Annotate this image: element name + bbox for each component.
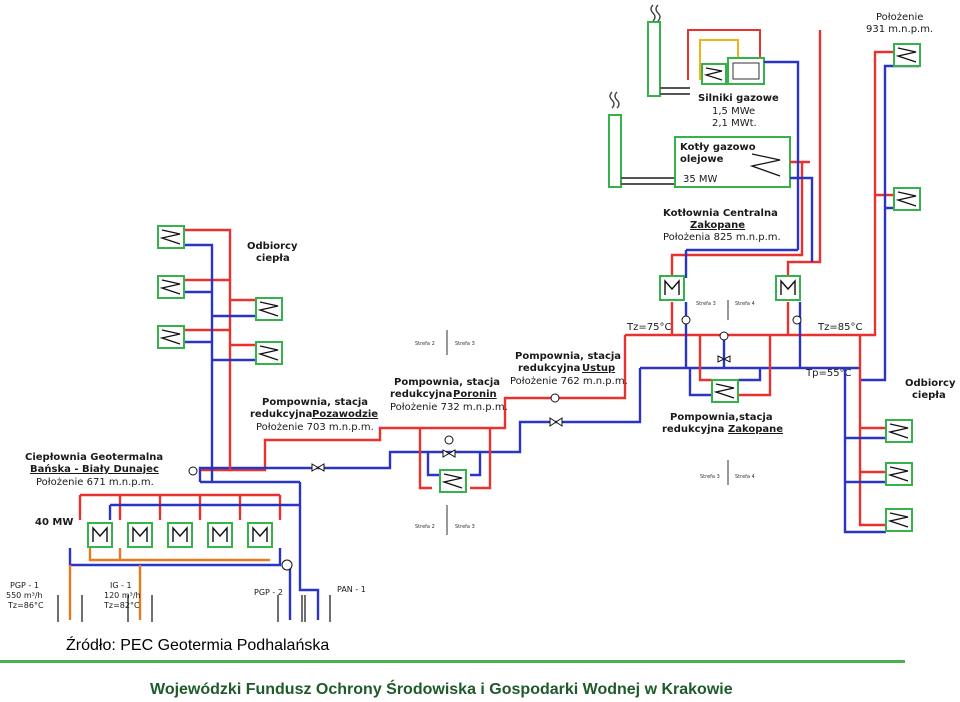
heat-exchanger-top-1 xyxy=(893,43,921,67)
zakopane-station-name: Zakopane xyxy=(728,424,783,435)
exchanger-kc-left xyxy=(659,275,685,301)
pump-geothermal-outlet xyxy=(188,466,198,476)
heat-exchanger-top-2 xyxy=(893,187,921,211)
pipes-right-consumers xyxy=(843,335,886,534)
zone-3-label-mid: Strefa 3 xyxy=(455,341,475,347)
pump-geothermal-return xyxy=(281,559,293,571)
pump-poronin xyxy=(444,435,454,445)
pump-ustup xyxy=(550,393,560,403)
pozawodzie-altitude: Położenie 703 m.n.p.m. xyxy=(256,422,374,433)
ustup-title-1: Pompownia, stacja xyxy=(515,351,621,362)
exchanger-geo-4 xyxy=(207,522,233,548)
central-boiler-title-2: Zakopane xyxy=(690,220,745,231)
source-caption: Źródło: PEC Geotermia Podhalańska xyxy=(66,637,330,654)
zone-3-label-bottom: Strefa 3 xyxy=(700,474,720,480)
chimney-boilers xyxy=(608,91,680,188)
gas-engines-mwt: 2,1 MWt. xyxy=(712,118,757,129)
well-pgp1-flow: 550 m³/h xyxy=(6,591,43,600)
pipes-geothermal xyxy=(68,480,320,620)
heat-exchanger-left-1 xyxy=(157,225,185,249)
heat-exchanger-right-2 xyxy=(885,462,913,486)
pozawodzie-title-2: redukcyjna xyxy=(250,409,312,420)
footer-divider xyxy=(0,660,905,663)
exchanger-geo-3 xyxy=(167,522,193,548)
poronin-title-1: Pompownia, stacja xyxy=(394,377,500,388)
zone-3-label-bottom: Strefa 3 xyxy=(455,524,475,530)
zone-2-label: Strefa 2 xyxy=(415,341,435,347)
pump-kc-left xyxy=(681,315,691,325)
consumers-right-label-1: Odbiorcy xyxy=(905,378,956,389)
heat-exchanger-right-1 xyxy=(885,419,913,443)
temp-supply-75: Tz=75°C xyxy=(626,322,671,333)
heat-exchanger-left-3 xyxy=(157,325,185,349)
boilers-power: 35 MW xyxy=(683,174,718,185)
valve-ustup xyxy=(549,417,563,427)
consumers-left-label-2: ciepła xyxy=(256,253,290,264)
heating-network-diagram: Silniki gazowe 1,5 MWe 2,1 MWt. Kotły ga… xyxy=(6,4,956,622)
zakopane-station-title-2: redukcyjna xyxy=(662,424,724,435)
consumers-left-label-1: Odbiorcy xyxy=(247,241,298,252)
exchanger-kc-right xyxy=(775,275,801,301)
footer-organization: Wojewódzki Fundusz Ochrony Środowiska i … xyxy=(150,681,733,698)
temp-return-55: Tp=55°C xyxy=(805,368,852,379)
well-pgp1-name: PGP - 1 xyxy=(10,581,39,590)
pipes-left-consumers xyxy=(184,228,256,482)
poronin-altitude: Położenie 732 m.n.p.m. xyxy=(390,402,508,413)
geothermal-power: 40 MW xyxy=(35,517,73,528)
geothermal-title-2: Bańska - Biały Dunajec xyxy=(30,463,159,475)
well-ig1-flow: 120 m³/h xyxy=(104,591,141,600)
ustup-name: Ustup xyxy=(582,363,615,374)
geothermal-title-1: Ciepłownia Geotermalna xyxy=(25,452,163,463)
exchanger-geo-2 xyxy=(127,522,153,548)
pipes-zakopane xyxy=(625,302,860,397)
heat-exchanger-right-3 xyxy=(885,508,913,532)
central-boiler-title-1: Kotłownia Centralna xyxy=(663,208,778,219)
poronin-title-2: redukcyjna xyxy=(390,389,452,400)
zone-2-label-bottom: Strefa 2 xyxy=(415,524,435,530)
zone-4-label-bottom: Strefa 4 xyxy=(735,474,755,480)
zakopane-station-title-1: Pompownia,stacja xyxy=(670,412,773,423)
altitude-value: 931 m.n.p.m. xyxy=(866,24,933,35)
heat-exchanger-left-5 xyxy=(255,341,283,365)
ustup-title-2: redukcyjna xyxy=(518,363,580,374)
gas-engines-title: Silniki gazowe xyxy=(698,93,779,104)
poronin-name: Poronin xyxy=(453,389,497,400)
ustup-altitude: Położenie 762 m.n.p.m. xyxy=(510,376,628,387)
boilers-label-2: olejowe xyxy=(680,154,724,165)
exchanger-geo-1 xyxy=(87,522,113,548)
geothermal-wells xyxy=(57,595,331,622)
temp-supply-85: Tz=85°C xyxy=(817,322,862,333)
heat-exchanger-left-2 xyxy=(157,275,185,299)
pozawodzie-name: Pozawodzie xyxy=(312,409,378,420)
heat-exchanger-poronin xyxy=(439,469,467,493)
well-pgp1-temp: Tz=86°C xyxy=(7,601,44,610)
well-pan1-name: PAN - 1 xyxy=(337,585,366,594)
well-ig1-temp: Tz=82°C xyxy=(103,601,140,610)
gas-engines-unit xyxy=(687,29,765,85)
valve-zakopane xyxy=(717,355,731,363)
central-boiler-altitude: Położenia 825 m.n.p.m. xyxy=(663,232,781,243)
heat-exchanger-left-4 xyxy=(255,297,283,321)
chimney-engines xyxy=(647,4,690,97)
heat-exchanger-zakopane xyxy=(711,379,739,403)
valve-poronin xyxy=(442,449,456,458)
altitude-label: Położenie xyxy=(876,12,923,23)
boilers-label-1: Kotły gazowo xyxy=(680,142,756,153)
zone-3-label: Strefa 3 xyxy=(696,301,716,307)
pump-kc-right xyxy=(792,315,802,325)
well-pgp2-name: PGP - 2 xyxy=(254,588,283,597)
gas-oil-boilers-unit xyxy=(674,136,791,188)
geothermal-altitude: Położenie 671 m.n.p.m. xyxy=(36,477,154,488)
consumers-right-label-2: ciepła xyxy=(912,390,946,401)
gas-engines-mwe: 1,5 MWe xyxy=(712,106,755,117)
pozawodzie-title-1: Pompownia, stacja xyxy=(262,397,368,408)
valve-pozawodzie xyxy=(311,463,325,472)
zone-4-label: Strefa 4 xyxy=(735,301,755,307)
pump-zakopane xyxy=(719,331,729,341)
well-ig1-name: IG - 1 xyxy=(110,581,132,590)
exchanger-geo-5 xyxy=(247,522,273,548)
